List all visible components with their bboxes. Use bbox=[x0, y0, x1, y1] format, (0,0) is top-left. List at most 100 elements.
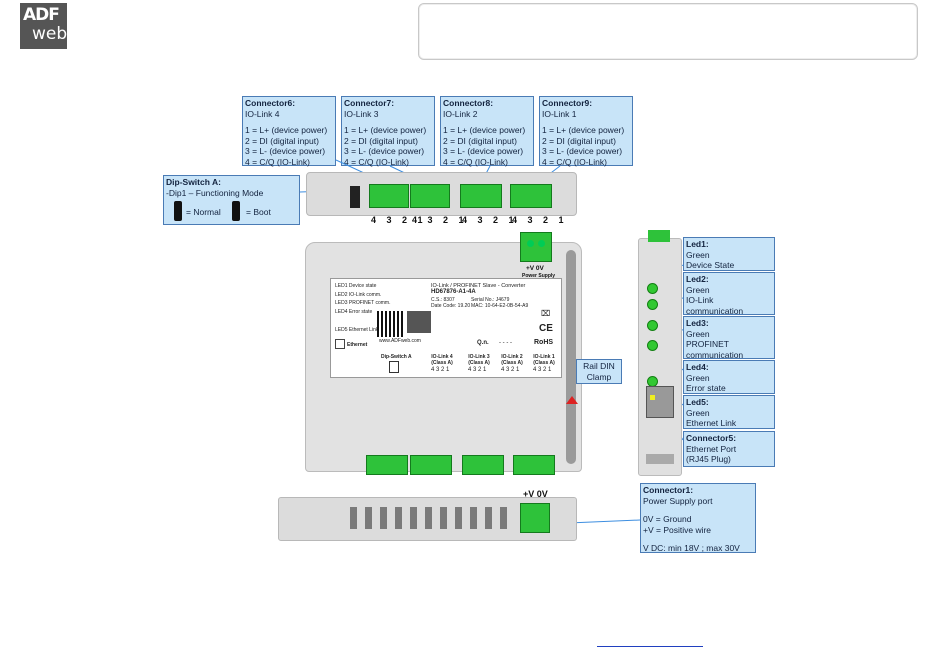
adfweb-logo: ADF web bbox=[20, 3, 67, 49]
callout-led2: Led2: Green IO-Link communication bbox=[683, 272, 775, 316]
weee-icon: ⌧ bbox=[541, 309, 551, 318]
dip-normal-icon bbox=[174, 201, 182, 221]
terminal-connector6[interactable] bbox=[369, 184, 409, 208]
link-underline[interactable] bbox=[597, 646, 703, 647]
led3-indicator bbox=[647, 320, 658, 331]
callout-line: Ethernet Port bbox=[686, 443, 737, 454]
screw-icon bbox=[538, 240, 545, 247]
callout-line: Clamp bbox=[586, 371, 612, 382]
led-list-item: LED3 PROFINET comm. bbox=[335, 300, 391, 306]
bottom-terminal[interactable] bbox=[366, 455, 408, 475]
terminal-connector1[interactable] bbox=[520, 503, 550, 533]
power-pin-labels: +V 0V bbox=[523, 489, 548, 499]
led2-indicator bbox=[647, 299, 658, 310]
pin-numbers: 4 3 2 1 bbox=[462, 215, 518, 225]
rj45-port[interactable] bbox=[646, 386, 674, 418]
callout-subtitle: IO-Link 1 bbox=[542, 108, 577, 119]
dip-boot-icon bbox=[232, 201, 240, 221]
pin-numbers: 4 3 2 1 bbox=[412, 215, 468, 225]
pin-desc: 2 = DI (digital input) bbox=[443, 135, 517, 146]
callout-line: +V = Positive wire bbox=[643, 524, 712, 535]
callout-title: Led5: bbox=[686, 397, 709, 407]
power-terminal-front[interactable] bbox=[520, 232, 552, 262]
logo-text-adf: ADF bbox=[23, 5, 60, 25]
pin-desc: 4 = C/Q (IO-Link) bbox=[245, 156, 310, 167]
callout-line: Ethernet Link bbox=[686, 418, 737, 428]
callout-title: Led2: bbox=[686, 274, 709, 284]
bottom-terminal[interactable] bbox=[462, 455, 504, 475]
callout-led3: Led3: Green PROFINET communication bbox=[683, 316, 775, 360]
callout-line: PROFINET bbox=[686, 339, 729, 349]
port-pins: 4 3 2 1 bbox=[501, 367, 520, 373]
callout-line: (RJ45 Plug) bbox=[686, 454, 731, 464]
dip-boot-label: = Boot bbox=[246, 207, 271, 217]
pin-desc: 1 = L+ (device power) bbox=[443, 125, 526, 135]
callout-title: Led4: bbox=[686, 362, 709, 372]
callout-connector6: Connector6: IO-Link 4 1 = L+ (device pow… bbox=[242, 96, 336, 167]
device-rail-edge bbox=[566, 250, 576, 464]
led4-indicator bbox=[647, 340, 658, 351]
rohs-mark: RoHS bbox=[534, 339, 554, 346]
callout-line: V DC: min 18V ; max 30V bbox=[643, 543, 740, 553]
qn-dashes: - - - - bbox=[499, 340, 512, 346]
callout-title: Dip-Switch A: bbox=[166, 177, 221, 187]
pin-desc: 2 = DI (digital input) bbox=[245, 135, 319, 146]
screw-icon bbox=[527, 240, 534, 247]
adfweb-logo-small bbox=[407, 311, 431, 333]
logo-text-web: web bbox=[32, 24, 68, 44]
callout-line: IO-Link bbox=[686, 295, 714, 305]
callout-title: Led1: bbox=[686, 239, 709, 249]
power-supply-label: Power Supply bbox=[522, 273, 556, 279]
pin-desc: 4 = C/Q (IO-Link) bbox=[344, 156, 409, 167]
dip-switch[interactable] bbox=[350, 186, 360, 208]
callout-line: Error state bbox=[686, 383, 726, 393]
pin-desc: 2 = DI (digital input) bbox=[542, 135, 616, 146]
callout-connector1: Connector1: Power Supply port 0V = Groun… bbox=[640, 483, 756, 553]
callout-title: Connector6: bbox=[245, 98, 296, 108]
led-list-item: LED1 Device state bbox=[335, 283, 377, 289]
port-pins: 4 3 2 1 bbox=[431, 367, 450, 373]
bottom-terminal[interactable] bbox=[410, 455, 452, 475]
port-label: IO-Link 1 (Class A) bbox=[533, 354, 555, 366]
callout-line: communication bbox=[686, 349, 744, 360]
dip-label: Dip-Switch A bbox=[381, 354, 412, 360]
led-list-item: LED4 Error state bbox=[335, 308, 373, 315]
port-label: IO-Link 3 (Class A) bbox=[468, 354, 490, 366]
pin-desc: 1 = L+ (device power) bbox=[344, 125, 427, 135]
callout-led4: Led4: Green Error state bbox=[683, 360, 775, 394]
device-side-view bbox=[638, 238, 682, 476]
mac-address: MAC: 10-64-E2-0B-54-A9 bbox=[471, 303, 529, 309]
callout-led5: Led5: Green Ethernet Link bbox=[683, 395, 775, 429]
dip-normal-label: = Normal bbox=[186, 207, 221, 217]
callout-dipswitch: Dip-Switch A: -Dip1 – Functioning Mode =… bbox=[163, 175, 300, 225]
terminal-connector8[interactable] bbox=[460, 184, 502, 208]
led-list-item: LED5 Ethernet Link bbox=[335, 327, 379, 333]
pin-desc: 3 = L- (device power) bbox=[443, 146, 524, 156]
rail-clamp-marker-icon bbox=[566, 396, 578, 404]
pin-desc: 4 = C/Q (IO-Link) bbox=[443, 156, 508, 167]
callout-led1: Led1: Green Device State bbox=[683, 237, 775, 271]
callout-title: Connector8: bbox=[443, 98, 494, 108]
power-pin-labels: +V 0V bbox=[526, 265, 544, 272]
callout-connector8: Connector8: IO-Link 2 1 = L+ (device pow… bbox=[440, 96, 534, 167]
product-name: IO-Link / PROFINET Slave - Converter bbox=[431, 283, 526, 289]
terminal-connector7[interactable] bbox=[410, 184, 450, 208]
pin-desc: 3 = L- (device power) bbox=[245, 146, 326, 156]
port-pins: 4 3 2 1 bbox=[468, 367, 487, 373]
date-code: Date Code: 19.20 bbox=[431, 303, 471, 309]
callout-rail-din: Rail DIN Clamp bbox=[576, 359, 622, 384]
dip-switch-icon bbox=[389, 361, 399, 373]
serial-number: Serial No.: J4679 bbox=[471, 297, 510, 303]
callout-line: Green bbox=[686, 407, 710, 418]
qn-label: Q.n. bbox=[477, 340, 489, 346]
callout-connector9: Connector9: IO-Link 1 1 = L+ (device pow… bbox=[539, 96, 633, 167]
bottom-terminal[interactable] bbox=[513, 455, 555, 475]
side-power-terminal bbox=[648, 230, 670, 242]
side-rail-foot bbox=[646, 454, 674, 464]
callout-title: Led3: bbox=[686, 318, 709, 328]
callout-connector7: Connector7: IO-Link 3 1 = L+ (device pow… bbox=[341, 96, 435, 167]
terminal-connector9[interactable] bbox=[510, 184, 552, 208]
pin-desc: 4 = C/Q (IO-Link) bbox=[542, 156, 607, 167]
ce-mark-icon: CE bbox=[539, 323, 553, 334]
callout-subtitle: IO-Link 4 bbox=[245, 108, 280, 119]
